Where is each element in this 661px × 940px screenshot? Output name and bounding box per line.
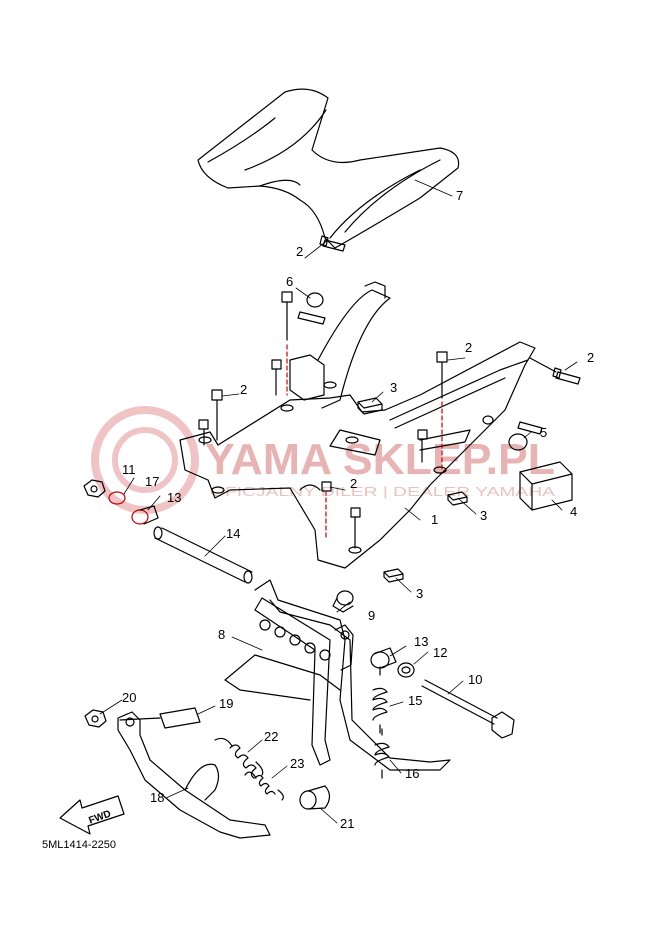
part-8-main-stand: [224, 579, 451, 771]
nut-6: [306, 292, 324, 308]
spring-15: [372, 666, 388, 734]
nut-11: [83, 479, 106, 498]
callout-11: 11: [122, 462, 136, 477]
callout-2: 2: [240, 382, 247, 397]
callout-7: 7: [456, 188, 463, 203]
bolt-inner-vertical: [417, 429, 428, 463]
callout-6: 6: [286, 274, 293, 289]
bolt-2-left: [211, 389, 223, 441]
leader-lines: [99, 179, 578, 824]
diagram-code: 5ML1414-2250: [42, 839, 116, 851]
bolt-2-vertical-left: [281, 291, 293, 396]
callout-18: 18: [150, 790, 164, 805]
clip-nut-3-bottom: [383, 568, 404, 583]
callout-2: 2: [465, 340, 472, 355]
bolt-right-small: [517, 421, 543, 435]
callout-2: 2: [350, 476, 357, 491]
collar-9: [332, 590, 354, 613]
callout-labels: 7 2 6 2 2 2 3 5 4 3 1 2 3 11 17 13 14 9 …: [122, 188, 594, 831]
watermark-sub: OFICJALNY DILER | DEALER YAMAHA: [210, 484, 555, 499]
bolt-2-top: [319, 235, 346, 252]
callout-3: 3: [480, 508, 487, 523]
bolt-2-lower-b: [350, 507, 361, 549]
callout-19: 19: [219, 696, 233, 711]
collar-13-right: [370, 647, 397, 669]
callout-9: 9: [368, 608, 375, 623]
watermark-brand: YAMA SKLEP.PL: [205, 435, 555, 484]
watermark-logo: [91, 406, 199, 514]
callout-13: 13: [167, 490, 181, 505]
part-4-damper: [519, 461, 573, 511]
bolt-2-lower-a: [321, 481, 332, 541]
callout-22: 22: [264, 729, 278, 744]
spring-22: [214, 737, 264, 779]
callout-4: 4: [570, 504, 577, 519]
callout-8: 8: [218, 627, 225, 642]
callout-14: 14: [226, 526, 240, 541]
spring-16: [374, 728, 390, 779]
callout-3: 3: [416, 586, 423, 601]
watermark: YAMA SKLEP.PL OFICJALNY DILER | DEALER Y…: [91, 406, 555, 514]
spring-23: [244, 771, 284, 801]
clip-nut-3-top: [357, 397, 383, 415]
callout-3: 3: [390, 380, 397, 395]
fwd-arrow-icon: [59, 795, 125, 835]
clip-nut-3-mid: [447, 491, 468, 506]
collar-13-left: [131, 505, 159, 525]
callout-2: 2: [587, 350, 594, 365]
callout-21: 21: [340, 816, 354, 831]
callout-16: 16: [405, 766, 419, 781]
callout-13: 13: [414, 634, 428, 649]
washer-12: [397, 662, 415, 678]
grommet-5: [508, 433, 528, 451]
shaft-14: [153, 526, 253, 584]
callout-20: 20: [122, 690, 136, 705]
callout-17: 17: [145, 474, 159, 489]
washer-17: [108, 491, 126, 505]
bolt-2-far-right: [529, 357, 581, 385]
bolt-horizontal: [297, 311, 326, 325]
bracket-plate: [289, 281, 391, 409]
bolt-10: [421, 679, 515, 739]
callout-1: 1: [431, 512, 438, 527]
part-7-footboard-mat: [197, 88, 460, 249]
bolt-2-left-low: [198, 419, 209, 446]
callout-12: 12: [433, 645, 447, 660]
callout-15: 15: [408, 693, 422, 708]
callout-23: 23: [290, 756, 304, 771]
callout-5: 5: [540, 425, 547, 440]
rubber-21: [299, 785, 331, 810]
part-18-side-stand: [117, 711, 271, 839]
callout-2: 2: [296, 244, 303, 259]
nut-20: [84, 709, 107, 728]
bolt-2-right-vertical: [436, 351, 448, 471]
callout-10: 10: [468, 672, 482, 687]
bolt-vertical-mid: [271, 359, 282, 396]
